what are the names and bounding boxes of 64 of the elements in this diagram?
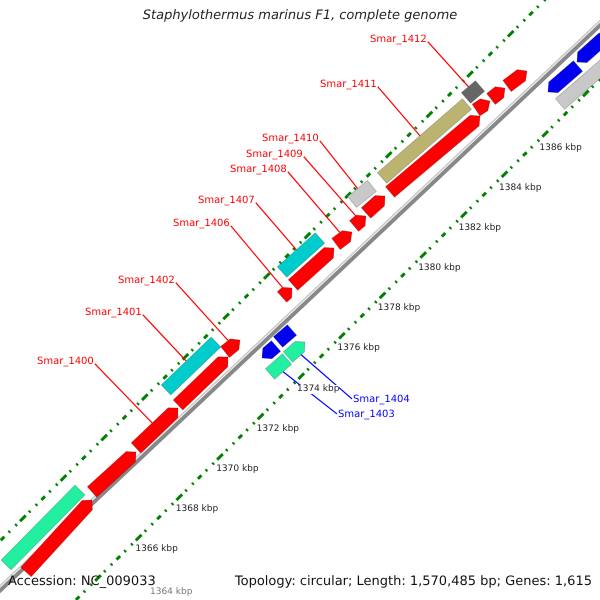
scale-label: 1372 kbp [256,424,299,434]
gene-feature [486,86,506,105]
gene-feature [349,214,366,232]
gene-box [272,324,298,348]
gene-box [347,180,377,208]
scale-label: 1368 kbp [176,504,218,515]
gene-box [376,98,472,184]
gene-label: Smar_1401 [85,307,142,318]
gene-label: Smar_1408 [230,164,287,175]
leader-line [300,354,352,400]
gene-label: Smar_1407 [198,195,255,206]
leader-line [303,156,356,216]
gene-feature [288,247,334,291]
gene-label: Smar_1406 [173,218,230,229]
gene-feature [360,195,386,219]
leader-line [94,363,153,424]
leader-line [255,202,297,250]
gene-feature [276,286,292,303]
gene-feature [548,60,584,94]
scale-label: 1366 kbp [135,544,178,555]
gene-box [0,484,86,570]
leader-line [287,171,340,233]
gene-label: Smar_1411 [320,79,377,90]
scale-label: 1384 kbp [499,184,542,194]
gene-label: Smar_1410 [262,133,319,144]
gene-label: Smar_1412 [370,34,427,45]
scale-label: 1370 kbp [216,464,259,475]
gene-feature [282,341,306,363]
scale-label: 1380 kbp [418,264,461,274]
map-title: Staphylothermus marinus F1, complete genome [142,9,458,24]
gene-box [460,80,486,104]
scale-label: 1382 kbp [458,224,501,234]
gene-feature [385,114,480,198]
accession-text: Accession: NC_009033 [8,575,156,589]
gene-box [554,58,600,110]
leader-line [230,225,283,288]
gene-feature [331,230,352,250]
scale-label: 1374 kbp [297,384,340,394]
genome-summary-text: Topology: circular; Length: 1,570,485 bp; Genes: 1,615 [234,575,592,590]
gene-box [276,232,326,278]
scale-label: 1378 kbp [378,304,420,314]
gene-label: Smar_1404 [353,394,410,405]
scale-label: 1376 kbp [337,344,380,354]
gene-feature [576,32,600,63]
leader-line [175,282,229,341]
gene-label: Smar_1402 [118,275,175,286]
gene-feature [130,407,178,454]
gene-box [160,336,222,396]
gene-label: Smar_1400 [37,356,94,367]
leader-line [427,41,469,88]
gene-feature [172,356,228,410]
leader-line [377,86,420,136]
scale-label: 1364 kbp [150,588,192,598]
leader-line [142,314,187,362]
gene-box [264,353,292,380]
gene-label: Smar_1403 [338,409,395,420]
gene-feature [502,69,528,92]
leader-line [319,140,358,189]
scale-label: 1386 kbp [539,144,582,154]
gene-feature [220,338,240,358]
gene-label: Smar_1409 [246,149,303,160]
gene-feature [262,340,282,360]
gene-feature [86,451,136,498]
gene-feature [472,98,490,116]
